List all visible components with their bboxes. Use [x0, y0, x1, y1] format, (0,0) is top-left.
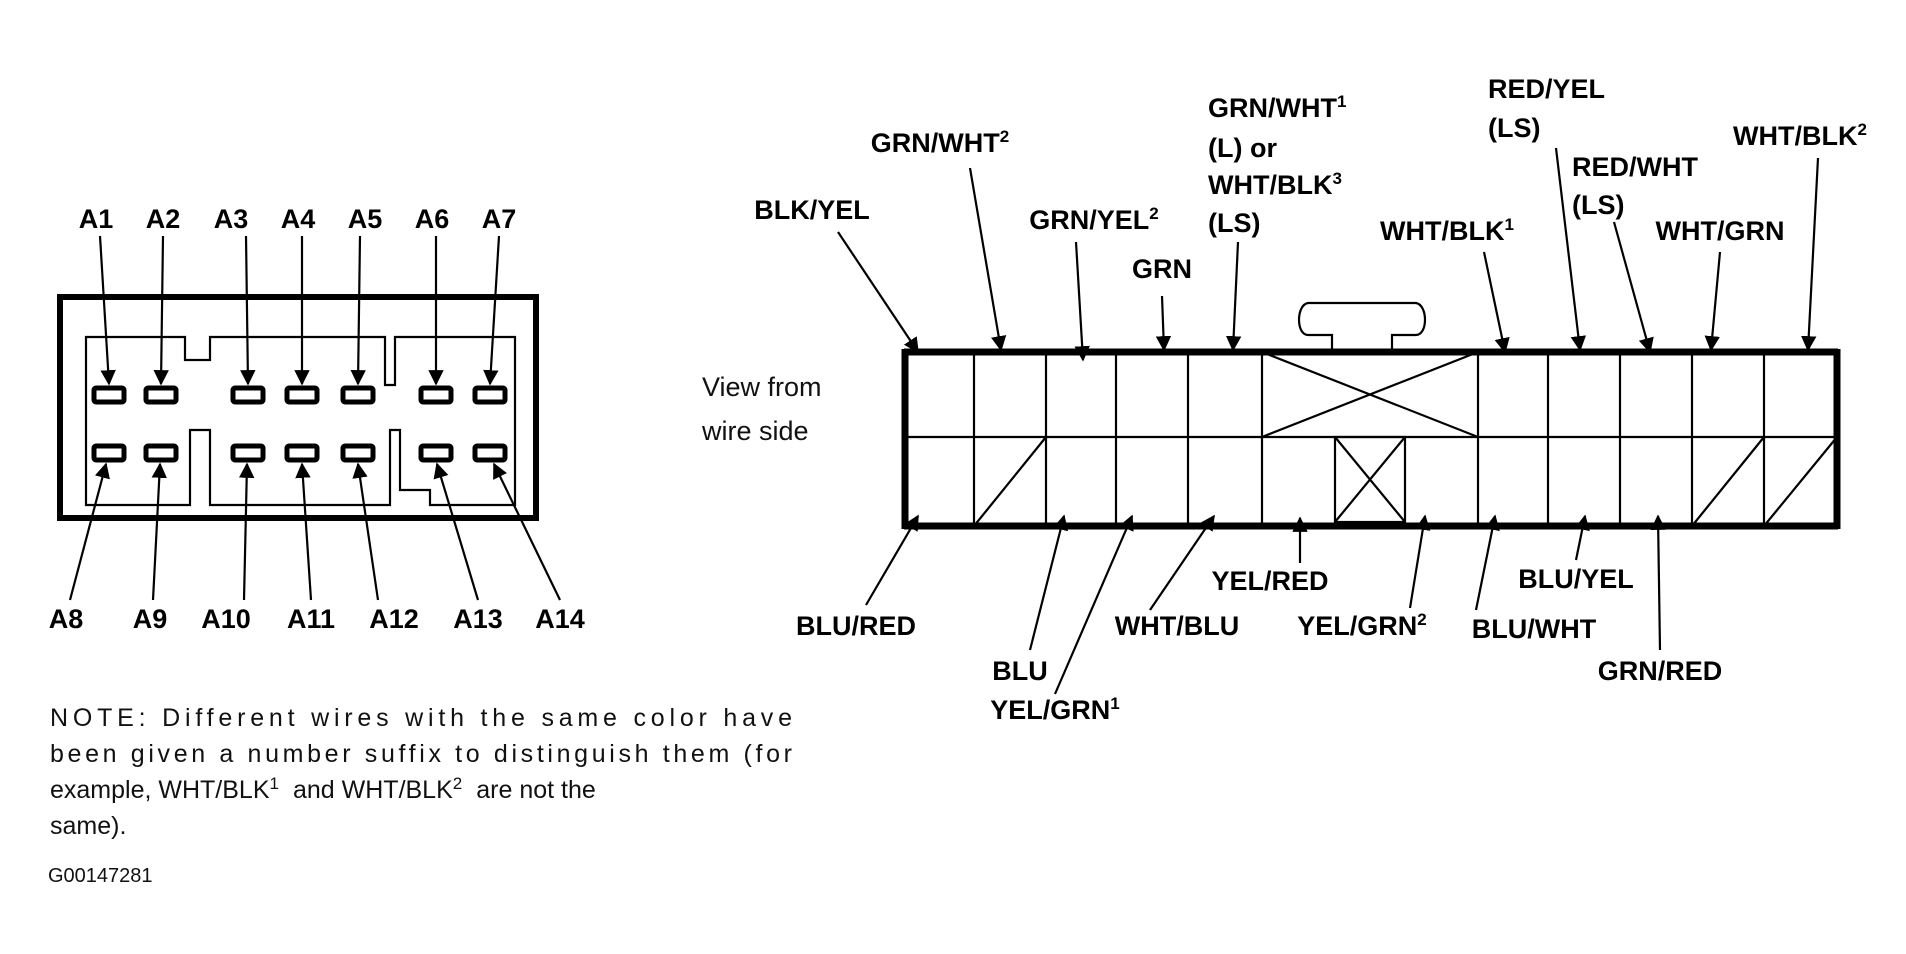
wire-label-blu-yel: BLU/YEL: [1518, 564, 1634, 594]
wire-label-yel-grn-2: YEL/GRN2: [1297, 610, 1426, 641]
pin-label-a3: A3: [214, 204, 249, 234]
pin-a7: [472, 385, 508, 405]
pin-label-a10: A10: [201, 604, 251, 634]
pin-a13: [418, 443, 454, 463]
connector-latch: [1297, 301, 1427, 351]
wire-label-grn-wht-2: GRN/WHT2: [871, 127, 1009, 158]
wire-label-blk-yel: BLK/YEL: [754, 195, 870, 225]
figure-code: G00147281: [48, 865, 153, 887]
right-connector-housing: [901, 348, 1841, 530]
pin-a8: [91, 443, 127, 463]
wire-label-wht-blu: WHT/BLU: [1115, 611, 1239, 641]
right-connector: View from wire side: [701, 74, 1867, 725]
note-line-4: same).: [50, 812, 126, 840]
wire-label-grn-wht-1-line-1: GRN/WHT1: [1208, 92, 1346, 123]
pin-a3: [230, 385, 266, 405]
pin-a6: [418, 385, 454, 405]
note-line-2: been given a number suffix to distinguis…: [50, 740, 792, 768]
pin-label-a6: A6: [415, 204, 450, 234]
left-bottom-leaders: [68, 462, 561, 601]
right-bottom-leaders: [865, 514, 1666, 695]
pin-label-a14: A14: [535, 604, 585, 634]
wire-label-yel-red: YEL/RED: [1211, 566, 1328, 596]
pin-label-a8: A8: [49, 604, 84, 634]
left-top-leaders: [98, 235, 501, 386]
wire-label-yel-grn-1: YEL/GRN1: [990, 694, 1119, 725]
view-note-line-1: View from: [702, 372, 822, 402]
wire-label-grn-wht-1-line-3: WHT/BLK3: [1208, 169, 1342, 200]
pin-a12: [340, 443, 376, 463]
pin-label-a13: A13: [453, 604, 503, 634]
footnote: NOTE: Different wires with the same colo…: [48, 704, 792, 887]
wire-label-grn-yel-2: GRN/YEL2: [1029, 204, 1158, 235]
pin-label-a1: A1: [79, 204, 114, 234]
wire-label-blu-red: BLU/RED: [796, 611, 916, 641]
wire-label-blu-wht: BLU/WHT: [1472, 614, 1597, 644]
wire-label-grn-wht-1-line-2: (L) or: [1208, 133, 1277, 163]
pin-label-a12: A12: [369, 604, 419, 634]
left-connector-housing: [57, 294, 539, 521]
left-connector: A1 A2 A3 A4 A5 A6 A7 A8 A9 A10 A11 A12 A…: [49, 204, 585, 634]
view-note-line-2: wire side: [701, 416, 809, 446]
wire-label-grn-red: GRN/RED: [1598, 656, 1723, 686]
left-top-pin-row: [91, 385, 508, 405]
pin-label-a11: A11: [287, 604, 335, 634]
right-top-leaders: [837, 147, 1820, 362]
wire-label-wht-blk-2: WHT/BLK2: [1733, 120, 1867, 151]
wire-label-red-yel-line-2: (LS): [1488, 113, 1540, 143]
pin-label-a7: A7: [482, 204, 517, 234]
pin-label-a5: A5: [348, 204, 383, 234]
pin-label-a4: A4: [281, 204, 316, 234]
wire-label-grn: GRN: [1132, 254, 1192, 284]
left-bottom-pin-row: [91, 443, 508, 463]
wire-label-grn-wht-1-line-4: (LS): [1208, 208, 1260, 238]
wire-label-wht-grn: WHT/GRN: [1656, 216, 1785, 246]
pin-label-a9: A9: [133, 604, 168, 634]
wire-label-blu: BLU: [992, 656, 1048, 686]
pin-label-a2: A2: [146, 204, 181, 234]
pin-a9: [143, 443, 179, 463]
pin-a11: [284, 443, 320, 463]
wire-label-wht-blk-1: WHT/BLK1: [1380, 215, 1514, 246]
pin-a2: [143, 385, 179, 405]
left-connector-inner-outline: [84, 335, 517, 507]
wire-label-red-wht-line-2: (LS): [1572, 190, 1624, 220]
note-line-1: NOTE: Different wires with the same colo…: [50, 704, 792, 732]
pin-a10: [230, 443, 266, 463]
pin-a1: [91, 385, 127, 405]
wire-label-red-yel-line-1: RED/YEL: [1488, 74, 1605, 104]
pin-a5: [340, 385, 376, 405]
pin-a14: [472, 443, 508, 463]
wire-label-red-wht-line-1: RED/WHT: [1572, 152, 1698, 182]
pin-a4: [284, 385, 320, 405]
